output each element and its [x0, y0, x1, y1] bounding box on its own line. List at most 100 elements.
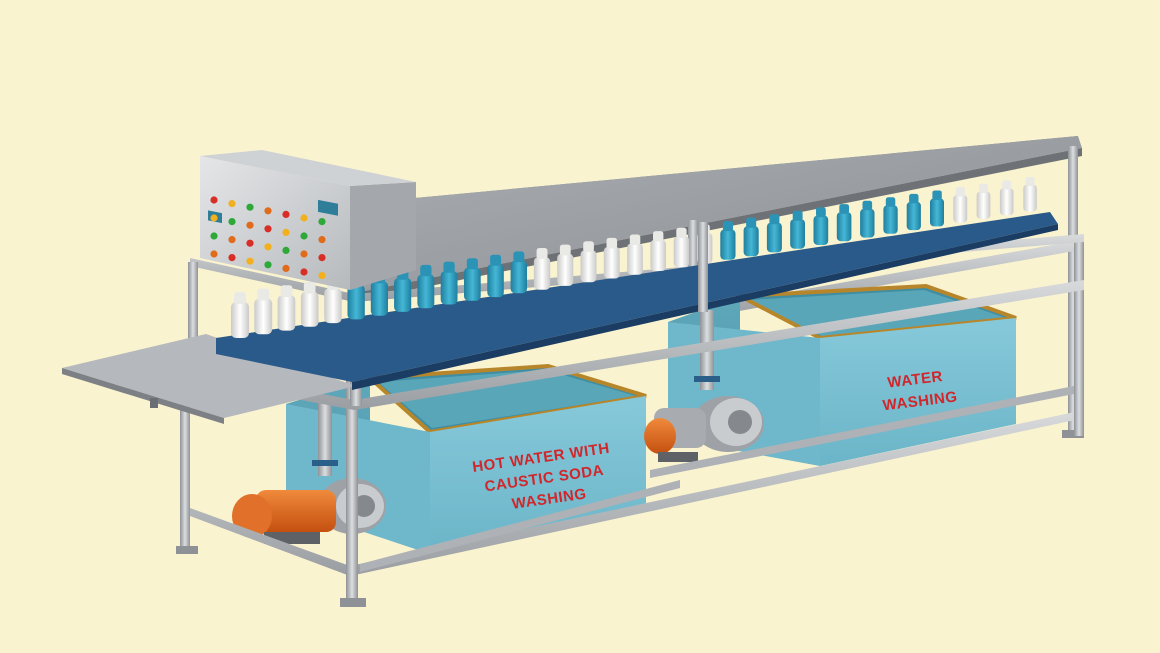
- bottle-neck: [1025, 177, 1035, 186]
- white-bottle: [324, 288, 342, 324]
- indicator-light-icon: [246, 221, 254, 229]
- blue-bottle: [813, 215, 829, 245]
- bottle-neck: [443, 261, 455, 273]
- blue-bottle: [720, 229, 736, 260]
- bottle-neck: [629, 234, 641, 245]
- bottle-neck: [303, 281, 316, 294]
- blue-bottle: [883, 205, 898, 234]
- bottle-neck: [536, 248, 548, 259]
- bottle-neck: [722, 221, 733, 232]
- white-bottle: [254, 298, 273, 335]
- blue-bottle: [394, 277, 412, 312]
- bottle-neck: [653, 231, 664, 242]
- blue-bottle: [487, 264, 504, 298]
- indicator-light-icon: [300, 250, 308, 258]
- indicator-light-icon: [282, 228, 290, 236]
- indicator-light-icon: [210, 214, 218, 222]
- bottle-neck: [978, 183, 989, 193]
- blue-bottle: [464, 267, 481, 301]
- blue-bottle: [906, 201, 921, 231]
- white-bottle: [277, 295, 296, 331]
- bottle-neck: [816, 207, 826, 218]
- side-tray: [62, 334, 356, 424]
- indicator-light-icon: [246, 239, 254, 247]
- bottle-neck: [676, 227, 687, 238]
- bottle-neck: [257, 288, 270, 301]
- bottle-neck: [280, 285, 293, 297]
- white-bottle: [953, 194, 968, 223]
- bottle-neck: [862, 200, 873, 211]
- indicator-light-icon: [210, 196, 218, 204]
- bottle-neck: [769, 214, 780, 225]
- blue-bottle: [347, 284, 365, 320]
- bottle-neck: [885, 197, 896, 207]
- indicator-light-icon: [300, 232, 308, 240]
- indicator-light-icon: [318, 272, 326, 280]
- bottle-neck: [955, 187, 965, 197]
- indicator-light-icon: [282, 210, 290, 218]
- indicator-light-icon: [264, 225, 272, 233]
- white-bottle: [580, 250, 597, 283]
- indicator-light-icon: [228, 218, 236, 226]
- bottle-neck: [746, 217, 757, 228]
- blue-bottle: [836, 212, 852, 242]
- blue-bottle: [510, 260, 527, 294]
- bottle-neck: [1002, 180, 1012, 190]
- indicator-light-icon: [210, 250, 218, 258]
- indicator-light-icon: [264, 243, 272, 251]
- bottle-row: [231, 177, 1037, 338]
- bottle-neck: [466, 258, 478, 270]
- display-icon: [318, 199, 338, 216]
- white-bottle: [231, 302, 249, 338]
- blue-bottle: [766, 222, 782, 253]
- indicator-light-icon: [318, 218, 326, 226]
- pump-right: [644, 310, 764, 462]
- indicator-light-icon: [318, 254, 326, 262]
- white-bottle: [533, 257, 551, 290]
- indicator-light-icon: [300, 214, 308, 222]
- blue-bottle: [930, 198, 944, 227]
- bottle-neck: [583, 241, 594, 252]
- blue-bottle: [860, 208, 875, 238]
- motor-icon: [644, 418, 676, 454]
- white-bottle: [673, 236, 690, 268]
- bottle-neck: [932, 190, 942, 200]
- bottle-neck: [606, 237, 618, 249]
- bottle-neck: [839, 204, 849, 214]
- indicator-light-icon: [282, 246, 290, 254]
- white-bottle: [976, 191, 991, 219]
- bottle-neck: [559, 244, 571, 256]
- indicator-light-icon: [246, 257, 254, 265]
- white-bottle: [627, 243, 643, 275]
- indicator-light-icon: [264, 261, 272, 269]
- bottle-neck: [490, 254, 502, 266]
- indicator-light-icon: [228, 200, 236, 208]
- control-panel: [200, 150, 416, 290]
- bottle-neck: [792, 210, 803, 221]
- bottle-neck: [234, 292, 246, 304]
- blue-bottle: [370, 281, 388, 316]
- indicator-light-icon: [264, 207, 272, 215]
- indicator-light-icon: [210, 232, 218, 240]
- blue-bottle: [790, 219, 805, 249]
- indicator-light-icon: [318, 236, 326, 244]
- bottle-neck: [513, 251, 525, 263]
- blue-bottle: [743, 226, 759, 257]
- bottle-neck: [420, 264, 432, 277]
- indicator-lights: [210, 196, 326, 280]
- white-bottle: [999, 188, 1014, 216]
- divider-post: [698, 222, 708, 312]
- white-bottle: [603, 246, 620, 279]
- indicator-light-icon: [228, 236, 236, 244]
- indicator-light-icon: [282, 264, 290, 272]
- indicator-light-icon: [246, 203, 254, 211]
- white-bottle: [1023, 184, 1037, 212]
- blue-bottle: [417, 274, 435, 309]
- white-bottle: [300, 291, 319, 327]
- white-bottle: [557, 253, 574, 286]
- bottle-neck: [909, 193, 919, 204]
- blue-bottle: [440, 270, 458, 305]
- tank-label-line: WATER: [887, 368, 944, 392]
- bottom-frame: [176, 240, 1084, 607]
